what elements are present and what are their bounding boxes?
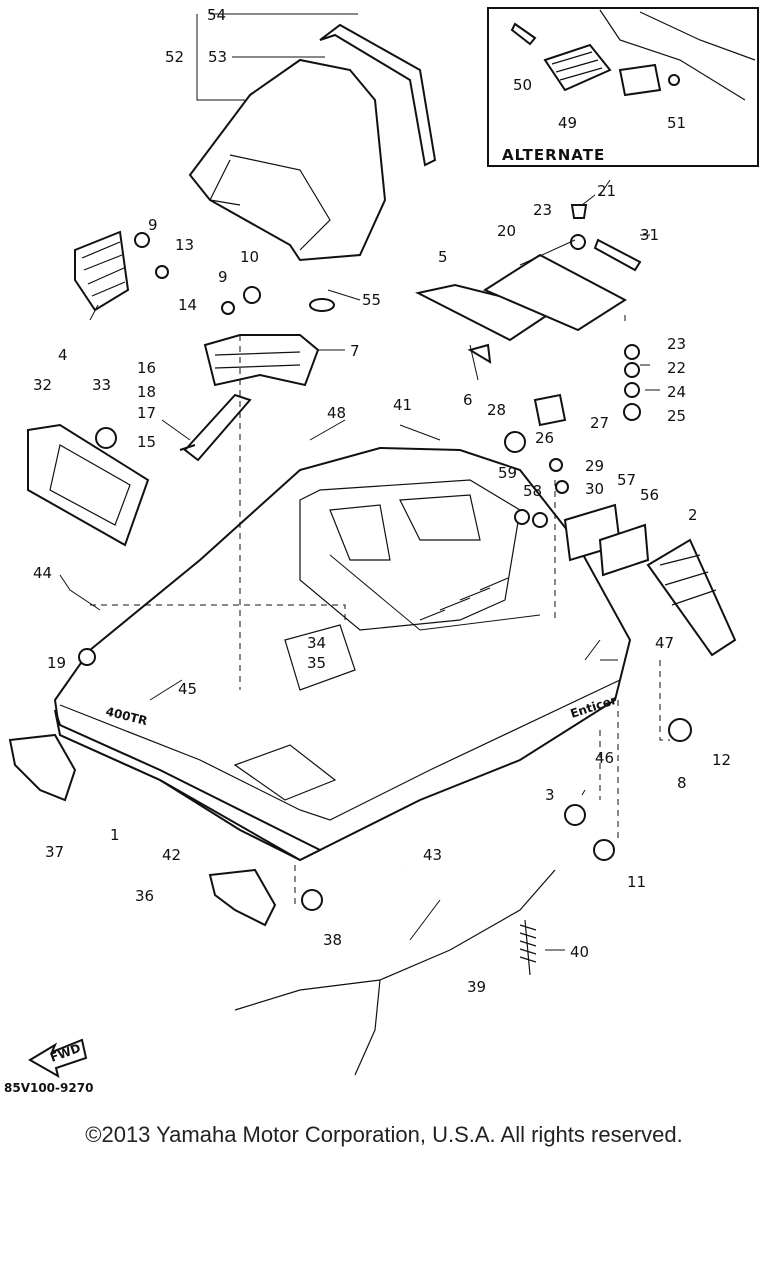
alternate-label: ALTERNATE <box>502 146 605 164</box>
part-label: 6 <box>463 391 473 409</box>
part-label: 23 <box>667 335 686 353</box>
part-label: 47 <box>655 634 674 652</box>
part-label: 17 <box>137 404 156 422</box>
part-label: 1 <box>110 826 120 844</box>
part-label: 21 <box>597 182 616 200</box>
part-label: 46 <box>595 749 614 767</box>
part-label: 59 <box>498 464 517 482</box>
part-label: 32 <box>33 376 52 394</box>
part-label: 58 <box>523 482 542 500</box>
part-label: 30 <box>585 480 604 498</box>
alternate-inset: ALTERNATE <box>487 7 759 167</box>
part-label: 43 <box>423 846 442 864</box>
left-bezel <box>74 230 130 312</box>
part-label: 33 <box>92 376 111 394</box>
part-label: 40 <box>570 943 589 961</box>
part-label: 23 <box>533 201 552 219</box>
part-label: 7 <box>350 342 360 360</box>
plate <box>183 393 252 462</box>
rear-panels <box>415 238 642 342</box>
part-label: 4 <box>58 346 68 364</box>
hood: 400TR Enticer <box>53 446 632 862</box>
part-label: 20 <box>497 222 516 240</box>
part-label: 45 <box>178 680 197 698</box>
part-label: 9 <box>218 268 228 286</box>
part-label: 49 <box>558 114 577 132</box>
part-label: 12 <box>712 751 731 769</box>
windshield <box>188 23 437 262</box>
part-label: 19 <box>47 654 66 672</box>
part-label: 35 <box>307 654 326 672</box>
right-panel <box>646 538 737 657</box>
part-label: 54 <box>207 6 226 24</box>
part-label: 13 <box>175 236 194 254</box>
part-label: 2 <box>688 506 698 524</box>
part-label: 55 <box>362 291 381 309</box>
reference-lines <box>90 315 670 905</box>
part-label: 3 <box>545 786 555 804</box>
small-parts <box>78 204 692 911</box>
diagram-code: 85V100-9270 <box>4 1081 93 1095</box>
part-label: 39 <box>467 978 486 996</box>
part-label: 57 <box>617 471 636 489</box>
part-label: 22 <box>667 359 686 377</box>
part-label: 42 <box>162 846 181 864</box>
part-label: 15 <box>137 433 156 451</box>
part-label: 27 <box>590 414 609 432</box>
part-label: 44 <box>33 564 52 582</box>
part-label: 9 <box>148 216 158 234</box>
part-label: 29 <box>585 457 604 475</box>
part-label: 5 <box>438 248 448 266</box>
part-label: 25 <box>667 407 686 425</box>
center-trim <box>203 334 320 387</box>
part-label: 14 <box>178 296 197 314</box>
leader-lines <box>59 13 660 951</box>
part-label: 52 <box>165 48 184 66</box>
part-label: 16 <box>137 359 156 377</box>
fwd-arrow: FWD <box>28 1038 88 1079</box>
parts-diagram: ALTERNATE 400TR E <box>4 6 759 1095</box>
part-label: 36 <box>135 887 154 905</box>
part-label: 53 <box>208 48 227 66</box>
hinges <box>8 733 277 927</box>
part-label: 51 <box>667 114 686 132</box>
part-label: 48 <box>327 404 346 422</box>
side-vent <box>27 423 150 547</box>
part-label: 37 <box>45 843 64 861</box>
part-label: 28 <box>487 401 506 419</box>
part-labels: 1 2 3 4 5 6 7 8 9 9 10 11 12 13 14 15 16… <box>33 6 731 996</box>
part-label: 10 <box>240 248 259 266</box>
part-label: 11 <box>627 873 646 891</box>
part-label: 38 <box>323 931 342 949</box>
part-label: 41 <box>393 396 412 414</box>
part-label: 24 <box>667 383 686 401</box>
cable-assembly <box>234 869 556 1076</box>
part-label: 18 <box>137 383 156 401</box>
part-label: 8 <box>677 774 687 792</box>
part-label: 26 <box>535 429 554 447</box>
part-label: 56 <box>640 486 659 504</box>
part-label: 34 <box>307 634 326 652</box>
part-label: 50 <box>513 76 532 94</box>
part-label: 31 <box>640 226 659 244</box>
copyright-notice: ©2013 Yamaha Motor Corporation, U.S.A. A… <box>85 1122 683 1147</box>
